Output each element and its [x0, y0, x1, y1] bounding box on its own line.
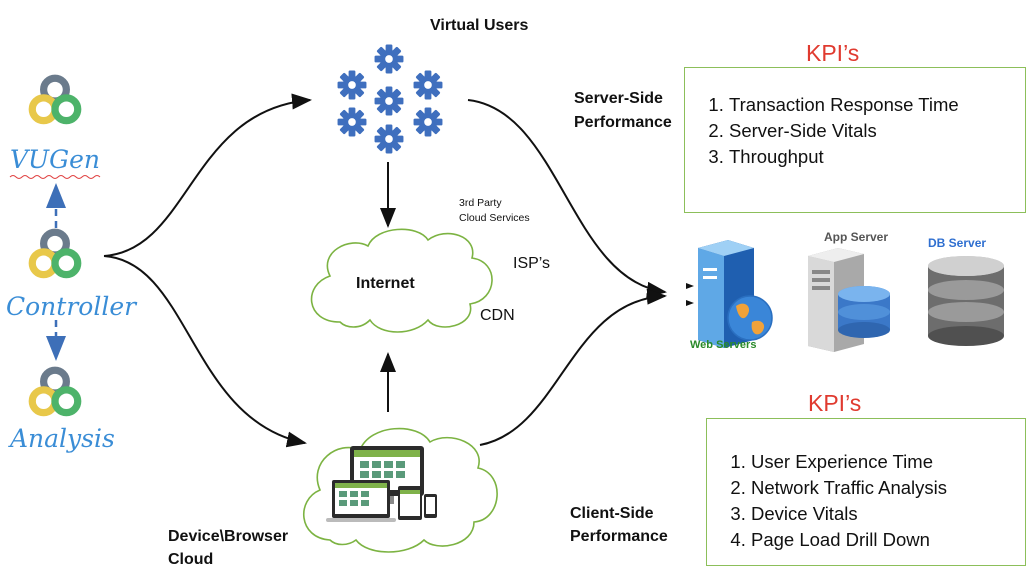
server-kpi-list: Transaction Response Time Server-Side Vi… — [685, 92, 961, 170]
isp-label: ISP’s — [513, 255, 551, 272]
controller-logo-icon — [32, 232, 77, 274]
virtual-users-to-servers-arrow — [467, 99, 667, 298]
virtual-users-gears-icon — [337, 44, 443, 154]
third-party-line2: Cloud Services — [459, 212, 530, 224]
controller-to-virtual-users-arrow — [103, 93, 312, 257]
server-kpi-title: KPI’s — [806, 40, 860, 66]
cdn-label: CDN — [480, 307, 515, 324]
app-server-label: App Server — [824, 230, 889, 244]
server-kpi-box: Transaction Response Time Server-Side Vi… — [684, 67, 1026, 213]
db-server-icon — [928, 256, 1004, 346]
analysis-label: Analysis — [10, 424, 115, 453]
web-servers-label: Web Servers — [690, 339, 757, 351]
devices-icon — [326, 446, 437, 522]
device-cloud-line2: Cloud — [168, 551, 214, 568]
client-side-line2: Performance — [570, 528, 668, 545]
controller-to-device-cloud-arrow — [103, 255, 307, 448]
internet-cloud — [310, 228, 493, 333]
internet-label: Internet — [356, 275, 415, 292]
server-side-line2: Performance — [574, 114, 672, 131]
vugen-label: VUGen — [10, 145, 100, 174]
db-server-label: DB Server — [928, 236, 987, 250]
analysis-logo-icon — [32, 370, 77, 412]
spellcheck-underline — [9, 175, 101, 179]
server-kpi-item: Throughput — [729, 144, 961, 170]
device-cloud-line1: Device\Browser — [168, 528, 289, 545]
app-server-icon — [808, 248, 890, 352]
client-side-line1: Client-Side — [570, 505, 654, 522]
client-kpi-list: User Experience Time Network Traffic Ana… — [707, 449, 1025, 553]
virtual-users-title: Virtual Users — [430, 17, 529, 34]
client-kpi-item: Device Vitals — [751, 501, 1025, 527]
device-cloud-to-servers-arrow — [479, 288, 667, 446]
client-kpi-box: User Experience Time Network Traffic Ana… — [706, 418, 1026, 566]
client-kpi-item: User Experience Time — [751, 449, 1025, 475]
client-kpi-title: KPI’s — [808, 390, 862, 416]
vugen-logo-icon — [32, 78, 77, 120]
client-kpi-item: Network Traffic Analysis — [751, 475, 1025, 501]
web-server-icon — [698, 240, 773, 348]
server-side-line1: Server-Side — [574, 90, 663, 107]
client-kpi-item: Page Load Drill Down — [751, 527, 1025, 553]
controller-label: Controller — [6, 292, 137, 321]
server-kpi-item: Transaction Response Time — [729, 92, 961, 118]
server-kpi-item: Server-Side Vitals — [729, 118, 961, 144]
third-party-line1: 3rd Party — [459, 197, 502, 209]
